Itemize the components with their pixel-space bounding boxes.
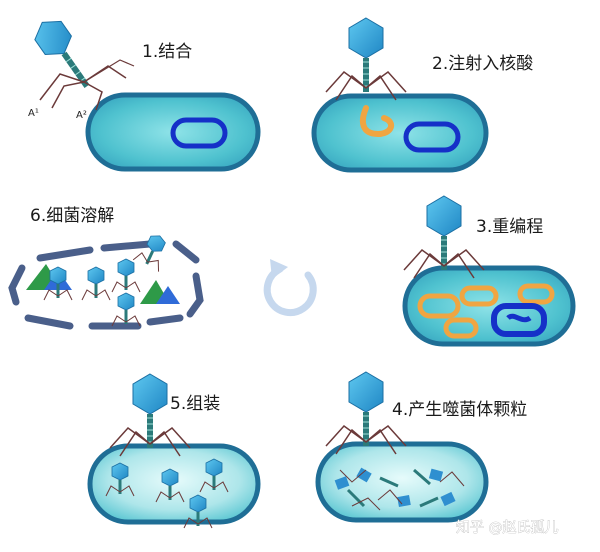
panel-2-injection: 2.注射入核酸 [311, 17, 533, 173]
panel-6-lysis: 6.细菌溶解 [8, 206, 204, 330]
step-6-label: 6.细菌溶解 [30, 206, 114, 226]
phage-icon [34, 20, 90, 88]
panel-5-assembly: 5.组装 [87, 373, 261, 529]
marker-a1: A¹ [28, 108, 39, 119]
phage-icon [325, 17, 407, 101]
bacterial-dna-ring [491, 303, 547, 337]
step-1-label: 1.结合 [142, 42, 192, 62]
step-3-label: 3.重编程 [476, 217, 543, 237]
step-2-label: 2.注射入核酸 [432, 54, 533, 74]
phage-icon [132, 229, 173, 273]
phage-icon [111, 292, 141, 327]
panel-1-attachment: A¹ A² 1.结合 [28, 20, 261, 172]
phage-icon [111, 258, 141, 293]
cycle-arrow-icon [263, 259, 317, 317]
phage-icon [81, 266, 111, 301]
watermark: 知乎 @赵氏孤儿 [456, 519, 558, 536]
step-4-label: 4.产生噬菌体颗粒 [392, 400, 527, 420]
bacterial-dna-ring [170, 117, 228, 149]
step-5-label: 5.组装 [170, 394, 220, 414]
marker-a2: A² [76, 110, 87, 121]
panel-3-reprogramming: 3.重编程 [402, 195, 576, 347]
bacterium-cell [311, 93, 489, 173]
injected-dna [359, 105, 395, 138]
bacterial-dna-ring [403, 121, 461, 153]
panel-4-production: 4.产生噬菌体颗粒 [315, 371, 527, 523]
